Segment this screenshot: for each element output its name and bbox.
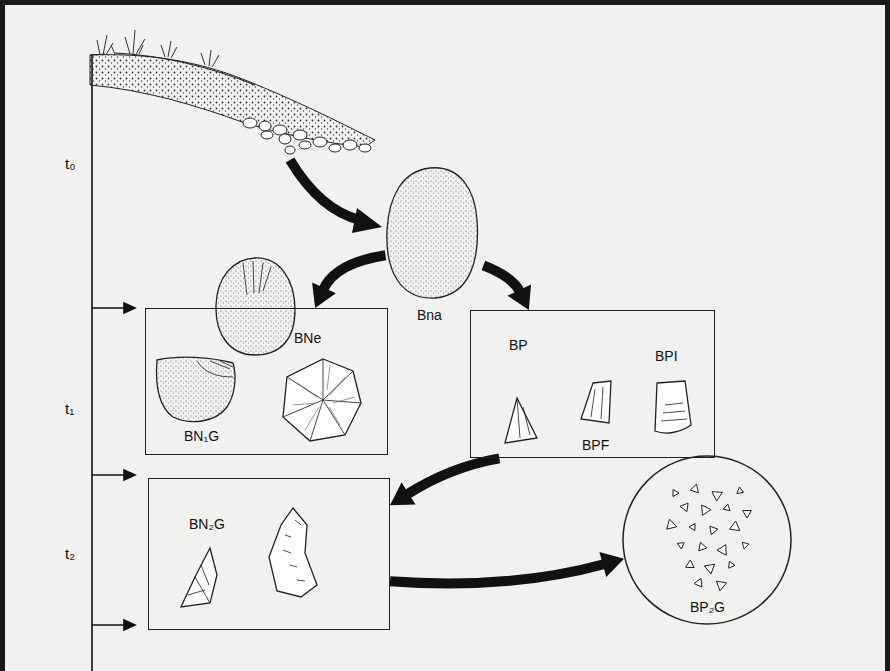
time-label: t₀ (65, 155, 75, 172)
node-label: BN₁G (184, 429, 219, 444)
time-label: t₂ (65, 545, 75, 562)
flow-arrow (483, 265, 531, 310)
flow-arrow (390, 552, 624, 584)
outcrop (90, 30, 382, 233)
cobble (387, 168, 478, 298)
flow-arrow (312, 255, 385, 308)
node-label: BPF (582, 438, 609, 453)
group-box: BN₂G (148, 478, 390, 630)
debitage-figures (667, 484, 752, 591)
node-label: BNe (294, 331, 321, 346)
page-ground: BnaBNeBN₁GBPBPFBPIBN₂GBP₂Gt₀t₁t₂ (5, 5, 885, 671)
node-label: BP (509, 338, 528, 353)
connector-layer (5, 5, 885, 671)
time-label: t₁ (65, 400, 74, 417)
node-label: Bna (417, 308, 442, 323)
time-axis (92, 55, 135, 671)
node-label: BN₂G (189, 517, 225, 532)
illustration (5, 5, 885, 671)
group-box: BNeBN₁G (145, 308, 388, 455)
group-box: BP BPF BPI (470, 310, 715, 458)
flake-figures (505, 381, 691, 443)
assemblage-circle: BP₂G (622, 455, 792, 625)
node-label: BPI (655, 349, 678, 364)
flow-arrow (390, 458, 499, 505)
node-label: BP₂G (690, 600, 725, 615)
cobble-node: Bna (380, 160, 490, 330)
tool-figures (181, 508, 317, 607)
